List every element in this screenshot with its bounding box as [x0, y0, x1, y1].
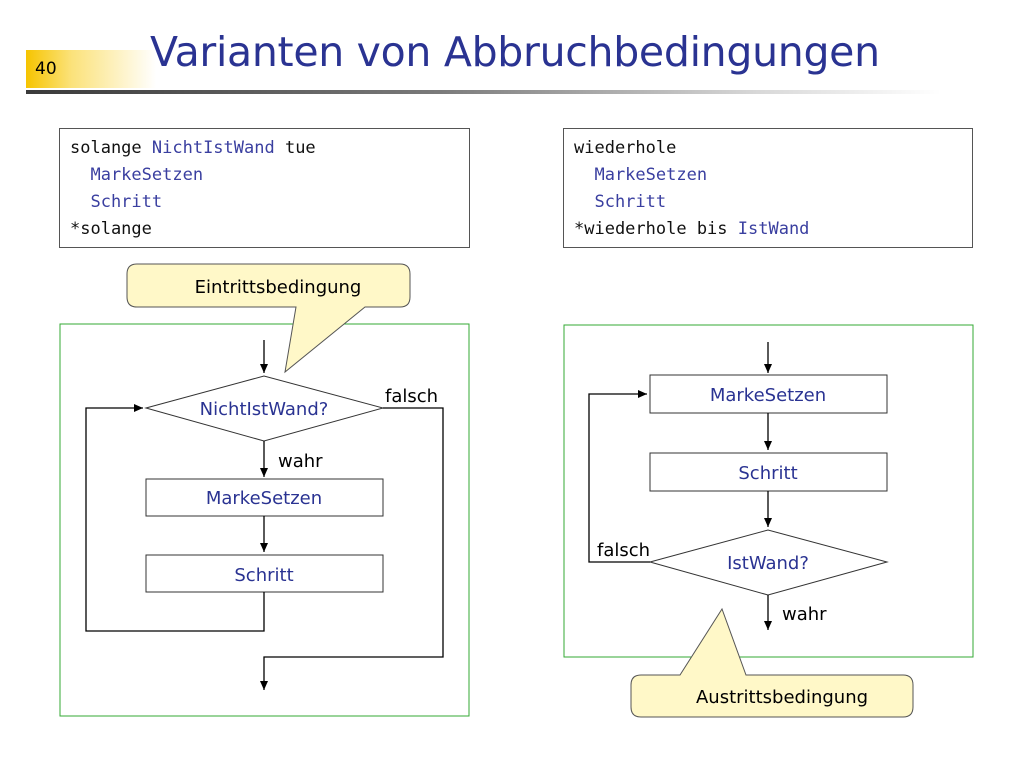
left-box-schritt-label: Schritt	[234, 565, 293, 586]
left-box-markesetzen	[145, 478, 384, 517]
left-code-line-3: Schritt	[70, 192, 163, 212]
left-code-keyword-tue: tue	[274, 138, 316, 158]
left-decision-label: NichtIstWand?	[200, 399, 329, 420]
left-code-line-2: MarkeSetzen	[70, 165, 204, 185]
left-code-keyword-solange: solange	[70, 138, 152, 158]
right-callout-label: Austrittsbedingung	[696, 687, 868, 708]
right-code-line-3: Schritt	[574, 192, 667, 212]
right-decision-label: IstWand?	[727, 553, 809, 574]
right-box-schritt-label: Schritt	[738, 463, 797, 484]
right-code-keyword-wiederhole-bis: *wiederhole bis	[574, 219, 738, 239]
left-true-label: wahr	[278, 451, 323, 472]
right-code-line-1: wiederhole	[574, 138, 677, 158]
right-flow-frame	[563, 324, 974, 658]
title-underline	[26, 90, 941, 94]
right-false-label: falsch	[597, 540, 650, 561]
right-box-markesetzen	[649, 374, 888, 414]
left-callout-label: Eintrittsbedingung	[195, 277, 362, 298]
left-loop-back-arrow	[85, 404, 265, 632]
left-false-arrow	[260, 407, 444, 690]
right-code-line-2: MarkeSetzen	[574, 165, 708, 185]
right-decision-diamond	[648, 529, 889, 596]
page-number-badge: 40	[26, 50, 156, 88]
right-code-condition: IstWand	[737, 219, 810, 239]
right-callout-bubble	[630, 607, 914, 718]
right-box-markesetzen-label: MarkeSetzen	[710, 385, 826, 406]
right-code-box: wiederhole MarkeSetzen Schritt *wiederho…	[563, 128, 973, 248]
right-true-label: wahr	[782, 604, 827, 625]
left-flow-frame	[59, 323, 470, 717]
right-loop-back-arrow	[588, 390, 650, 563]
left-callout-bubble	[126, 263, 411, 374]
page-number: 40	[35, 59, 57, 79]
left-false-label: falsch	[385, 386, 438, 407]
left-code-condition: NichtIstWand	[151, 138, 275, 158]
right-code-line-4: *wiederhole bis IstWand	[574, 216, 972, 243]
left-code-line-4: *solange	[70, 219, 152, 239]
left-box-markesetzen-label: MarkeSetzen	[206, 488, 322, 509]
slide-title: Varianten von Abbruchbedingungen	[150, 28, 880, 76]
right-box-schritt	[649, 452, 888, 492]
left-box-schritt	[145, 554, 384, 593]
left-code-box: solange NichtIstWand tue MarkeSetzen Sch…	[59, 128, 470, 248]
left-code-line-1: solange NichtIstWand tue	[70, 135, 469, 162]
